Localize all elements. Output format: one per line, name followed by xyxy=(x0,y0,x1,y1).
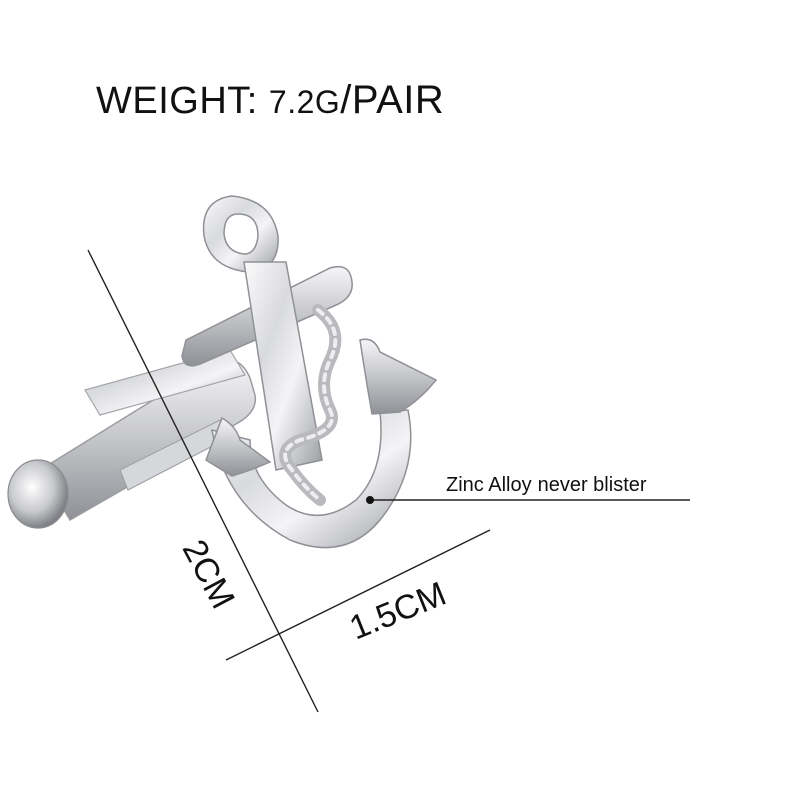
weight-label: WEIGHT: xyxy=(96,80,258,122)
feature-text: never blister xyxy=(537,474,647,496)
weight-unit: /PAIR xyxy=(340,78,445,122)
callout-dot xyxy=(366,496,374,504)
material-text: Zinc Alloy xyxy=(446,474,532,496)
anchor-shape xyxy=(181,195,438,549)
weight-spec: WEIGHT: 7.2G/PAIR xyxy=(96,78,444,123)
weight-value: 7.2G xyxy=(268,84,341,120)
width-dimension-line xyxy=(225,529,491,661)
height-dimension-line xyxy=(87,249,319,713)
cufflink-toggle xyxy=(7,349,257,529)
